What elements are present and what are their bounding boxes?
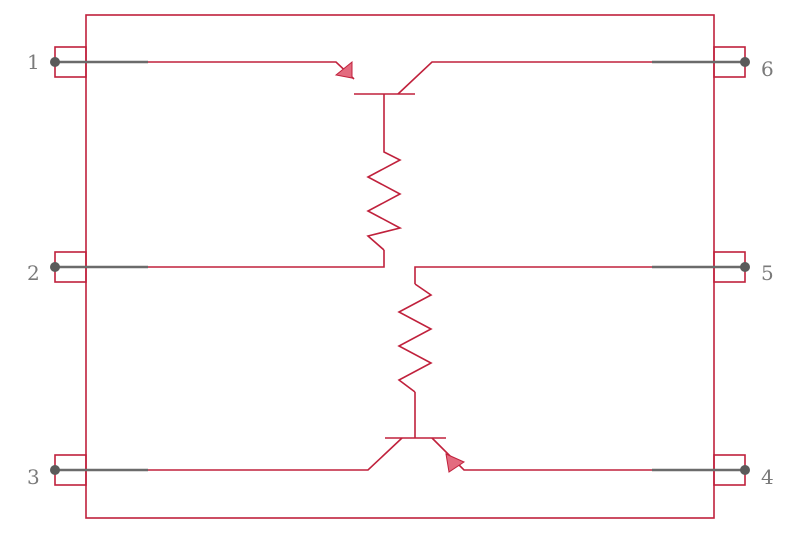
- pin-leads: [55, 60, 745, 472]
- pin-label-2: 2: [27, 261, 40, 285]
- top-transistor-emitter-lead: [148, 61, 355, 80]
- pin-label-1: 1: [27, 50, 40, 74]
- pin-label-5: 5: [761, 261, 774, 285]
- wire-to-pin-2: [148, 250, 385, 268]
- pin-dot-6[interactable]: [740, 57, 750, 67]
- pin-dot-4[interactable]: [740, 465, 750, 475]
- pin-labels: 1 2 3 4 5 6: [27, 50, 774, 489]
- pin-dot-1[interactable]: [50, 57, 60, 67]
- internal-wiring: [148, 61, 652, 471]
- bottom-transistor-emitter-arrow-icon: [445, 453, 466, 473]
- pin-stubs: [54, 46, 746, 486]
- pin-label-6: 6: [761, 57, 774, 81]
- resistor-top: [366, 140, 403, 251]
- resistor-bottom: [397, 283, 433, 393]
- top-transistor-collector-lead: [397, 61, 652, 95]
- pin-dot-3[interactable]: [50, 465, 60, 475]
- pin-label-3: 3: [27, 465, 40, 489]
- pin-label-4: 4: [761, 465, 774, 489]
- bottom-transistor-emitter-lead: [431, 437, 652, 471]
- pin-dots: [50, 57, 750, 475]
- pin-dot-2[interactable]: [50, 262, 60, 272]
- pin-dot-5[interactable]: [740, 262, 750, 272]
- wire-from-pin-5: [414, 266, 652, 284]
- top-transistor-emitter-arrow-icon: [334, 60, 353, 79]
- bottom-transistor-collector-lead: [148, 437, 403, 471]
